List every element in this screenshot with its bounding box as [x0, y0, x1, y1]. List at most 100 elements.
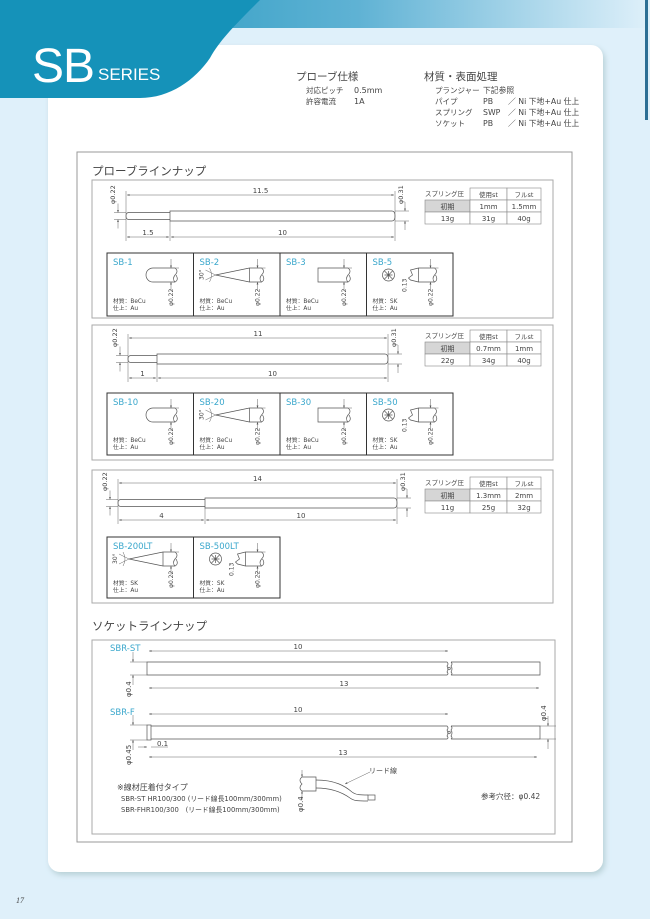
- break-mark: [173, 407, 178, 423]
- crown-tip-drawing: [407, 407, 435, 423]
- tip-material: 材質：BeCu: [286, 436, 319, 444]
- round-tip-drawing: [145, 267, 175, 283]
- wire-core: [367, 794, 376, 801]
- angle-lines: [205, 267, 216, 283]
- tip-box: [279, 392, 367, 456]
- tip-material: 材質：BeCu: [113, 436, 146, 444]
- probe-specs: プローブ仕様 対応ピッチ 0.5mm 許容電流 1A: [296, 70, 383, 106]
- tip-box: [193, 392, 281, 456]
- table-value: 31g: [482, 215, 495, 223]
- tip-finish: 仕上：Au: [286, 304, 311, 312]
- break-mark: [173, 267, 178, 283]
- probe-lineup-title: プローブラインナップ: [92, 164, 207, 178]
- dia-label: φ0.22: [168, 428, 175, 446]
- crimp-dot: [447, 666, 451, 671]
- table-label: スプリング圧: [425, 331, 465, 340]
- tip-finish: 仕上：Au: [113, 586, 138, 594]
- material-finish: ／ Ni 下地+Au 仕上: [508, 107, 579, 117]
- tip-name: SB-1: [113, 258, 133, 268]
- crown-tip-drawing: [407, 267, 435, 283]
- dia-label: φ0.22: [255, 571, 262, 589]
- note-title: ※線材圧着付タイプ: [117, 782, 188, 792]
- break-mark: [432, 267, 438, 283]
- specs-title: プローブ仕様: [296, 70, 359, 83]
- table-value: 40g: [517, 357, 530, 365]
- break-mark: [173, 551, 178, 567]
- dim-label: 10: [294, 706, 303, 714]
- table-label: スプリング圧: [425, 478, 465, 487]
- break-mark: [346, 407, 351, 423]
- material-part: ソケット: [435, 119, 465, 128]
- angle-label: 30°: [199, 409, 206, 420]
- tip-material: 材質：BeCu: [200, 436, 233, 444]
- dia-label: φ0.22: [428, 428, 435, 446]
- dia-label: φ0.22: [168, 289, 175, 307]
- dia-label: φ0.22: [101, 472, 109, 491]
- socket-lineup-title: ソケットラインナップ: [92, 619, 207, 633]
- table-value: 25g: [482, 504, 495, 512]
- material-part: スプリング: [435, 107, 473, 117]
- flange-thk-label: 0.1: [157, 740, 168, 748]
- dim-label: 11.5: [253, 187, 269, 195]
- dia-label: φ0.31: [390, 328, 398, 347]
- dim-label: 11: [254, 330, 263, 338]
- tip-name: SB-2: [200, 258, 220, 268]
- note-line: SBR-ST HR100/300 (リード線長100mm/300mm): [121, 794, 282, 803]
- table-cell: [506, 500, 542, 514]
- dia-label: φ0.22: [109, 185, 117, 204]
- tip-box: [106, 252, 194, 317]
- series-code: SB: [32, 40, 94, 93]
- tip-name: SB-3: [286, 258, 306, 268]
- angle-label: 30°: [112, 553, 119, 564]
- tip-finish: 仕上：Au: [200, 304, 225, 312]
- dim-label: 13: [339, 749, 348, 757]
- table-value: 22g: [441, 357, 454, 365]
- material-finish: ／ Ni 下地+Au 仕上: [508, 96, 579, 106]
- table-header: 使用st: [479, 190, 498, 199]
- socket-sbr-f: SBR-F 10 φ0.45 0.1 φ0.4 13: [110, 705, 556, 765]
- crown-end-view-cross: [211, 554, 220, 564]
- table-value: 初期: [441, 202, 455, 211]
- tip-name: SB-30: [286, 398, 311, 408]
- tip-box: [193, 252, 281, 317]
- hole-diameter: 参考穴径：φ0.42: [481, 791, 540, 801]
- flange-dia-label: φ0.45: [125, 745, 133, 765]
- tip-box: [106, 392, 194, 456]
- lead-dia-label: φ0.4: [297, 796, 305, 812]
- socket-name: SBR-ST: [110, 644, 141, 654]
- table-label: スプリング圧: [425, 189, 465, 198]
- table-header: フルst: [515, 333, 534, 341]
- dia-label: φ0.31: [397, 185, 405, 204]
- flat-tip-drawing: [317, 267, 348, 283]
- socket-flange: [146, 724, 152, 741]
- table-value: 11g: [441, 504, 454, 512]
- dim-label: 10: [294, 643, 303, 651]
- dia-label: φ0.4: [125, 681, 133, 697]
- table-value: 2mm: [515, 492, 533, 500]
- socket-box: [91, 639, 556, 835]
- dim-label: 1.5: [142, 229, 153, 237]
- table-header: 使用st: [479, 479, 498, 488]
- material-finish: ／ Ni 下地+Au 仕上: [508, 118, 579, 128]
- break-mark: [432, 407, 438, 423]
- dia-label: φ0.31: [399, 472, 407, 491]
- break-mark: [259, 551, 265, 567]
- tip-finish: 仕上：Au: [113, 304, 138, 312]
- tip-name: SB-200LT: [113, 542, 153, 552]
- material-value: PB: [483, 119, 493, 128]
- table-value: 0.7mm: [476, 345, 501, 353]
- note-line: SBR-FHR100/300 (リード線長100mm/300mm): [121, 805, 280, 814]
- dia-label: φ0.22: [341, 428, 348, 446]
- tip-material: 材質：BeCu: [200, 297, 233, 305]
